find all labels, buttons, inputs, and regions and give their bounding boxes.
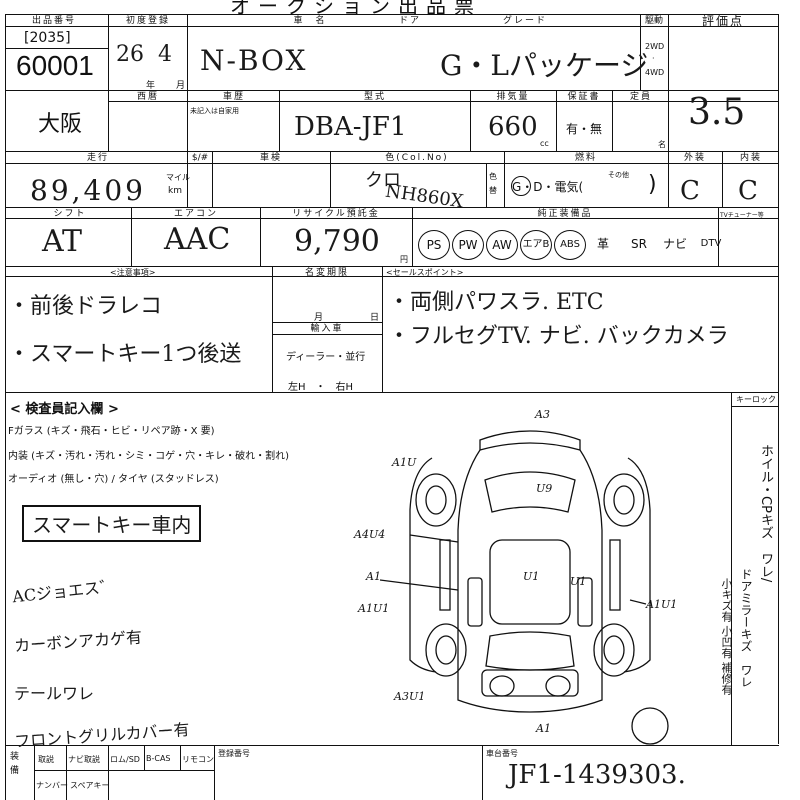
label-a1: A1 <box>365 570 381 583</box>
label-u1-side: U1 <box>570 575 586 588</box>
label-a1-bottom: A1 <box>535 722 551 735</box>
venue-header: 出品番号 <box>31 16 76 26</box>
equipment-6: SR <box>631 237 647 251</box>
caution-line-2: ・スマートキー1つ後送 <box>8 342 242 367</box>
equipment-2: AW <box>486 230 518 260</box>
door-header: ドア <box>398 16 421 26</box>
fuel-circle <box>511 176 531 196</box>
equipment-5: 革 <box>596 237 609 251</box>
aircon: AAC <box>164 222 231 257</box>
mileage: 89,409 <box>30 174 146 207</box>
equipment-7: ナビ <box>662 237 687 251</box>
label-a4u4: A4U4 <box>353 528 385 541</box>
top-title: オークション出品票 <box>230 0 482 18</box>
caution-line-1: ・前後ドラレコ <box>8 294 163 319</box>
footer-left: 装備 <box>10 752 20 776</box>
equipment-1: PW <box>452 230 484 260</box>
label-a1u: A1U <box>391 456 417 469</box>
color: クロ <box>365 170 401 191</box>
note-2: カーボンアカゲ有 <box>13 627 143 656</box>
equipment-4: ABS <box>554 230 586 260</box>
displacement: 660 <box>488 112 538 142</box>
shift: AT <box>42 224 83 259</box>
first-reg-year: 26 <box>116 42 144 67</box>
label-u9: U9 <box>536 482 552 495</box>
ext-score: C <box>680 176 700 206</box>
frame-top <box>5 14 779 15</box>
int-score: C <box>738 176 758 206</box>
grade-header: グレード <box>502 16 547 26</box>
equipment-3: エアB <box>520 230 552 260</box>
sales-line-1: ・両側パワスラ. ETC <box>388 290 604 315</box>
inspector-header: < 検査員記入欄 > <box>10 402 119 417</box>
score: 3.5 <box>688 92 746 133</box>
equipment-0: PS <box>418 230 450 260</box>
car-name: N-BOX <box>200 44 308 77</box>
first-reg-month: 4 <box>158 42 172 67</box>
note-1: ACジョエス゛ <box>11 576 117 607</box>
first-reg-header: 初度登録 <box>125 16 170 26</box>
score-header: 評価点 <box>701 14 744 28</box>
side-note-1: ホイル・CPキズ ワレ/ <box>758 444 773 583</box>
label-u1-roof: U1 <box>523 570 539 583</box>
label-a1u1-right: A1U1 <box>645 598 677 611</box>
grade: G・Lパッケージ <box>440 49 649 82</box>
chassis-number: JF1-1439303. <box>508 760 686 790</box>
side-note-3: 小キズ有 小凹有 補修有 <box>720 578 733 695</box>
side-note-2: ドアミラーキズ ワレ <box>739 568 753 688</box>
model: DBA-JF1 <box>294 112 407 142</box>
label-a3: A3 <box>534 408 550 421</box>
label-a3u1: A3U1 <box>393 690 425 703</box>
sales-line-2: ・フルセグTV. ナビ. バックカメラ <box>388 324 729 349</box>
venue-code: [2035] <box>24 30 71 46</box>
frame-left <box>5 14 6 800</box>
equipment-8: DTV <box>700 238 722 249</box>
warranty: 有・無 <box>566 122 603 136</box>
frame-right <box>778 14 779 744</box>
car-damage-diagram: A3 U1 U9 A1U A4U4 A1 A1U1 U1 A1U1 A3U1 A… <box>353 408 677 745</box>
drive-header: 駆動 <box>644 16 663 26</box>
lot-number: 60001 <box>16 50 94 81</box>
smartkey-box: スマートキー車内 <box>22 505 202 542</box>
recycle: 9,790 <box>294 224 380 259</box>
car-name-header: 車 名 <box>293 16 327 26</box>
label-a1u1-left: A1U1 <box>357 602 389 615</box>
region: 大阪 <box>38 112 83 137</box>
note-3: テールワレ <box>14 684 95 703</box>
note-4: フロントグリルカバー有 <box>13 719 191 752</box>
